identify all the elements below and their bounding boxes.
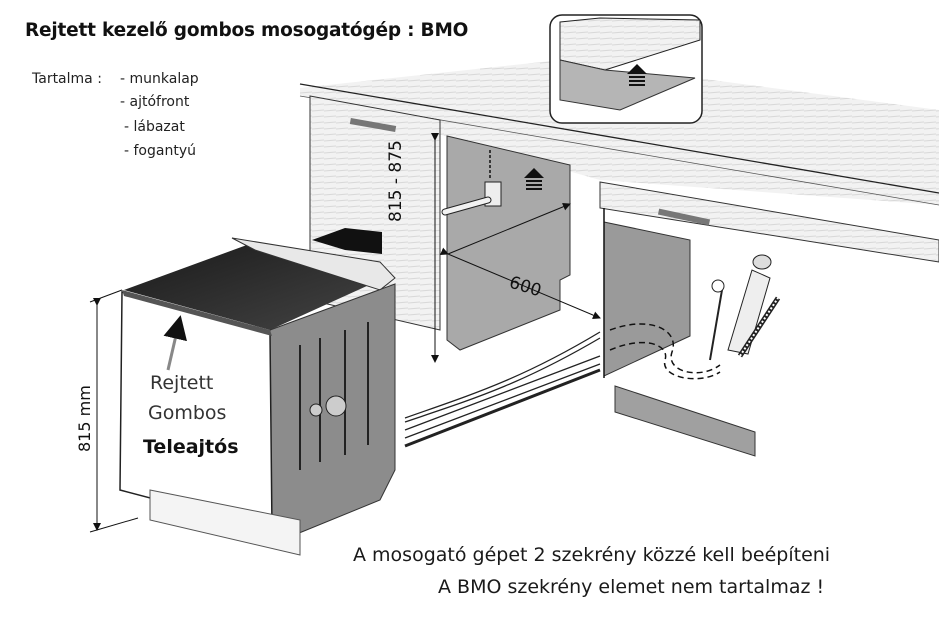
dishwasher xyxy=(119,237,396,556)
left-cabinet-handle xyxy=(349,118,397,132)
push-arrow-icon xyxy=(312,228,382,254)
page-title: Rejtett kezelő gombos mosogatógép : BMO xyxy=(25,20,469,41)
up-arrow-icon xyxy=(524,168,544,178)
contents-label: Tartalma : xyxy=(32,71,102,87)
right-cabinet xyxy=(599,181,939,457)
callout-line-full-door: Teleajtós xyxy=(143,436,239,458)
water-connection xyxy=(709,254,781,361)
contents-item: - lábazat xyxy=(124,119,185,135)
dimension-lines xyxy=(89,133,601,533)
niche-height-dimension: 815 - 875 xyxy=(386,140,406,222)
callout-line-hidden: Rejtett xyxy=(150,372,214,394)
floor-hoses xyxy=(404,331,601,448)
callout-line-buttons: Gombos xyxy=(148,402,227,424)
inset-up-arrow-icon xyxy=(627,64,647,74)
disclaimer-note: A BMO szekrény elemet nem tartalmaz ! xyxy=(438,576,825,598)
right-cabinet-handle xyxy=(657,208,711,226)
appliance-height-dimension: 815 mm xyxy=(75,385,94,452)
inset-detail xyxy=(549,14,703,124)
hose-routing xyxy=(609,323,721,380)
contents-item: - ajtófront xyxy=(120,94,190,110)
niche xyxy=(441,135,571,351)
contents-item: - munkalap xyxy=(120,71,199,87)
contents-item: - fogantyú xyxy=(124,143,196,159)
installation-note: A mosogató gépet 2 szekrény közzé kell b… xyxy=(353,544,831,566)
